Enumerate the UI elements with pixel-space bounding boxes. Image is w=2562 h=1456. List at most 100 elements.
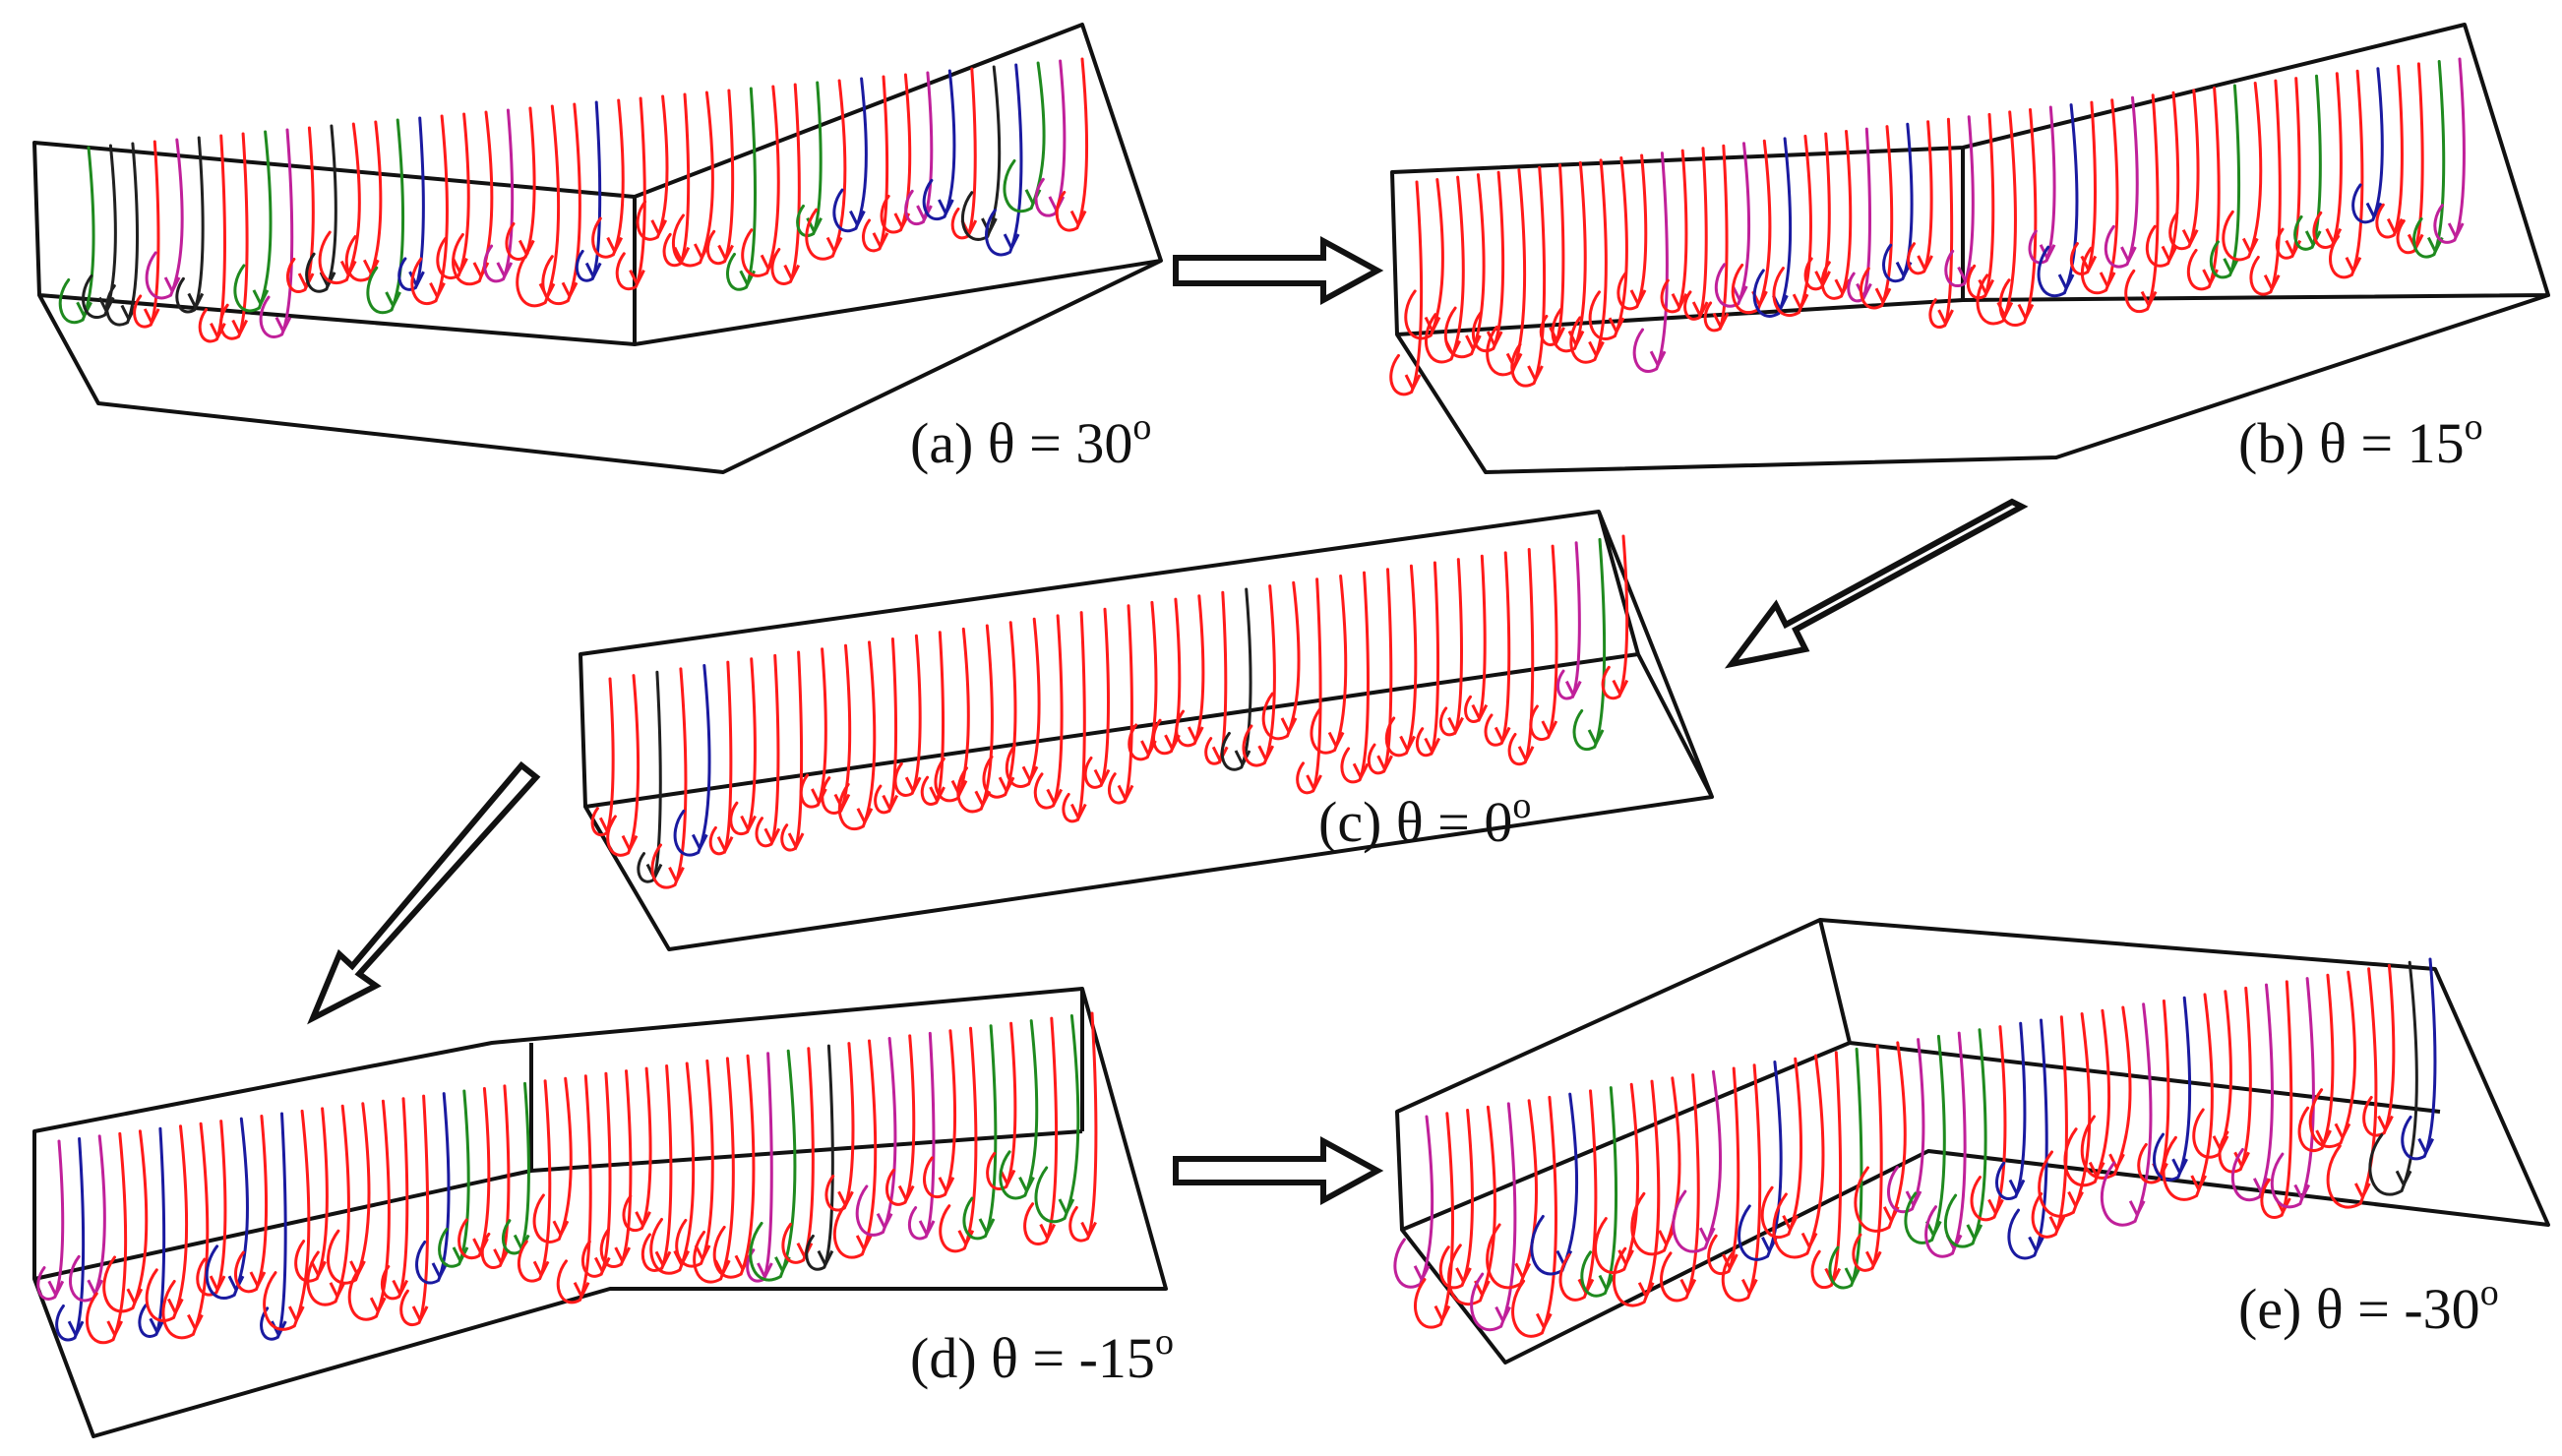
- streamline: [1707, 1066, 1740, 1275]
- streamline: [260, 1112, 287, 1341]
- streamline-arrowhead: [856, 808, 874, 826]
- streamline-arrowhead: [938, 1177, 955, 1195]
- streamline: [1470, 1102, 1517, 1332]
- streamline: [662, 92, 691, 268]
- streamline: [438, 1089, 470, 1268]
- streamline-arrowhead: [2048, 1216, 2066, 1235]
- streamline: [2104, 95, 2139, 269]
- streamline-arrowhead: [1834, 278, 1852, 297]
- streamline-arrowhead: [938, 199, 954, 217]
- streamline: [1904, 1034, 1946, 1244]
- streamline-arrowhead: [385, 291, 401, 310]
- streamline-arrowhead: [1280, 717, 1298, 736]
- panel-c-streamlines: [590, 534, 1629, 889]
- streamline: [1389, 180, 1424, 396]
- streamline: [1507, 548, 1535, 766]
- streamline: [599, 1069, 633, 1268]
- streamline-arrowhead: [1257, 745, 1275, 763]
- streamline: [1510, 165, 1547, 388]
- streamline-arrowhead: [650, 219, 668, 238]
- streamline-arrowhead: [1352, 762, 1370, 781]
- streamline: [893, 634, 922, 797]
- streamline: [796, 81, 823, 237]
- streamline-arrowhead: [2190, 1175, 2208, 1193]
- streamline: [1601, 534, 1629, 700]
- streamline-arrowhead: [1541, 720, 1558, 739]
- streamline: [1907, 120, 1933, 275]
- streamline: [1828, 1047, 1863, 1290]
- streamline: [907, 1031, 936, 1241]
- streamline: [725, 87, 757, 291]
- streamline: [36, 1139, 65, 1301]
- streamline: [1128, 600, 1158, 761]
- streamline-arrowhead: [2304, 230, 2322, 249]
- streamline-arrowhead: [717, 244, 734, 263]
- streamline-arrowhead: [561, 281, 579, 300]
- streamline-arrowhead: [249, 1271, 267, 1290]
- streamline: [2275, 77, 2301, 260]
- streamline: [950, 67, 977, 240]
- streamline: [1970, 1025, 2007, 1222]
- streamline-arrowhead: [691, 833, 708, 852]
- streamline-arrowhead: [817, 1249, 834, 1268]
- streamline-arrowhead: [584, 262, 602, 280]
- streamline-arrowhead: [274, 316, 292, 334]
- streamline-arrowhead: [787, 832, 805, 851]
- streamline: [219, 132, 249, 340]
- streamline: [590, 677, 615, 837]
- streamline-arrowhead: [2140, 290, 2158, 309]
- streamline: [1854, 1041, 1907, 1233]
- streamline-arrowhead: [855, 1235, 873, 1253]
- streamline: [2069, 100, 2097, 275]
- streamline-arrowhead: [872, 232, 889, 251]
- streamline-arrowhead: [2057, 273, 2075, 292]
- streamline-arrowhead: [1434, 1304, 1451, 1323]
- streamline: [780, 650, 804, 852]
- streamline: [1438, 558, 1463, 737]
- streamline-arrowhead: [2263, 274, 2281, 293]
- streamline-arrowhead: [654, 1250, 672, 1269]
- streamline-arrowhead: [1905, 1190, 1922, 1209]
- streamline: [1367, 568, 1393, 775]
- streamline-arrowhead: [1003, 233, 1020, 252]
- streamline: [233, 130, 273, 313]
- streamline-arrowhead: [2223, 258, 2240, 276]
- streamline: [1471, 170, 1505, 352]
- streamline: [458, 1087, 491, 1259]
- streamline-arrowhead: [635, 1211, 651, 1230]
- streamline: [1107, 604, 1133, 805]
- streamline: [1438, 1109, 1474, 1290]
- streamline: [233, 1115, 269, 1294]
- streamline-arrowhead: [493, 1248, 510, 1267]
- panel-a-caption: (a) θ = 30o: [910, 406, 1151, 475]
- streamline: [729, 657, 757, 836]
- streamline: [673, 664, 711, 857]
- streamline: [2362, 964, 2396, 1137]
- streamline-arrowhead: [1399, 735, 1416, 754]
- streamline: [2124, 93, 2160, 313]
- streamline: [2031, 1015, 2068, 1239]
- streamline-arrowhead: [1698, 1227, 1716, 1245]
- streamline-arrowhead: [1465, 334, 1482, 353]
- streamline: [1296, 577, 1322, 795]
- panel-b-caption: (b) θ = 15o: [2238, 406, 2483, 475]
- streamline-arrowhead: [1046, 788, 1064, 807]
- streamline-arrowhead: [1494, 1305, 1511, 1324]
- streamline-arrowhead: [999, 1169, 1016, 1187]
- streamline: [708, 660, 733, 856]
- streamline-arrowhead: [2008, 1179, 2026, 1197]
- streamline-arrowhead: [1587, 729, 1605, 748]
- streamline-arrowhead: [1792, 293, 1809, 312]
- streamline: [2297, 973, 2335, 1152]
- panel-e: (e) θ = -30o: [1393, 918, 2550, 1365]
- streamline-arrowhead: [1671, 293, 1688, 312]
- streamline-arrowhead: [1691, 301, 1709, 320]
- streamline-arrowhead: [1874, 287, 1892, 306]
- streamline-arrowhead: [1455, 1267, 1472, 1286]
- streamline: [1924, 1031, 1967, 1258]
- streamline: [1539, 163, 1565, 346]
- streamline-arrowhead: [411, 1305, 429, 1324]
- streamline: [2412, 60, 2446, 259]
- panel-d: (d) θ = -15o: [32, 987, 1174, 1438]
- streamline: [2433, 57, 2466, 244]
